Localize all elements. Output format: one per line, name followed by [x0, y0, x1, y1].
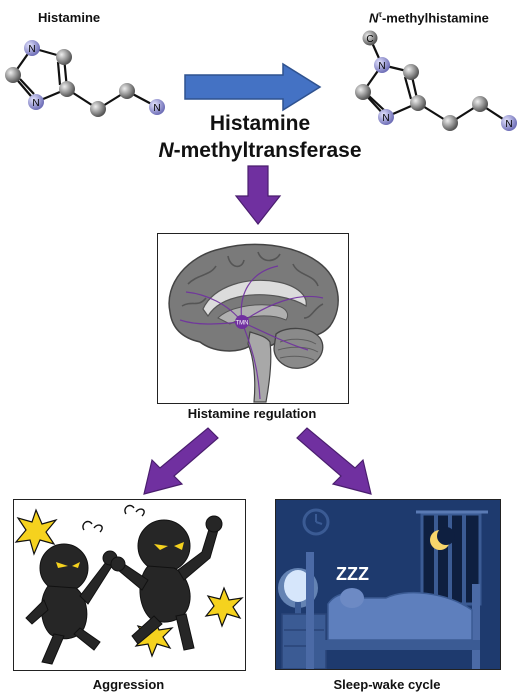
- lamp-icon: [284, 570, 312, 602]
- impact-star-icon: [14, 508, 58, 556]
- svg-text:N: N: [28, 44, 35, 55]
- methylhistamine-molecule: C N N N: [355, 30, 517, 131]
- sleep-caption: Sleep-wake cycle: [333, 677, 441, 692]
- carbon-atom: [472, 96, 488, 112]
- clock-icon: [302, 508, 330, 536]
- brain-caption: Histamine regulation: [187, 406, 317, 421]
- sleep-zzz-text: ZZZ: [336, 564, 369, 584]
- carbon-atom: [403, 64, 419, 80]
- nitrogen-atom: [24, 40, 40, 56]
- svg-text:N: N: [505, 119, 512, 130]
- aggression-caption: Aggression: [92, 677, 165, 692]
- enzyme-line1: Histamine: [209, 112, 311, 135]
- reaction-arrow: [184, 62, 322, 112]
- carbon-atom: [59, 81, 75, 97]
- nitrogen-atom: [374, 57, 390, 73]
- tmn-region: [235, 315, 249, 329]
- sleeper-head: [340, 588, 364, 608]
- enzyme-title: Histamine N-methyltransferase: [110, 110, 410, 164]
- carbon-atom: [56, 49, 72, 65]
- carbon-atom: [410, 95, 426, 111]
- aggression-illustration: [14, 504, 244, 665]
- nitrogen-atom: [28, 94, 44, 110]
- nitrogen-atom: [149, 99, 165, 115]
- carbon-atom: [5, 67, 21, 83]
- down-arrow: [234, 165, 282, 225]
- enzyme-line2: N-methyltransferase: [158, 139, 362, 162]
- impact-star-icon: [204, 586, 244, 628]
- sleep-illustration: ZZZ: [276, 500, 500, 669]
- svg-text:C: C: [366, 34, 373, 45]
- svg-text:N: N: [153, 103, 160, 114]
- carbon-atom: [119, 83, 135, 99]
- left-diagonal-arrow: [143, 427, 219, 495]
- svg-text:N: N: [378, 61, 385, 72]
- svg-text:N: N: [32, 98, 39, 109]
- brain-panel: TMN: [157, 233, 349, 404]
- methyl-carbon-atom: [362, 30, 378, 46]
- aggression-panel: [13, 499, 246, 671]
- carbon-atom: [442, 115, 458, 131]
- bed-headboard: [306, 552, 314, 669]
- svg-text:N: N: [382, 113, 389, 124]
- histamine-molecule: N N N: [5, 40, 165, 117]
- histamine-label: Histamine: [38, 10, 101, 25]
- angry-figure-left: [25, 543, 118, 665]
- right-diagonal-arrow: [296, 427, 372, 495]
- brain-illustration: TMN: [168, 243, 339, 403]
- nitrogen-atom: [501, 115, 517, 131]
- sleep-panel: ZZZ: [275, 499, 501, 670]
- tmn-label: TMN: [236, 321, 249, 327]
- carbon-atom: [90, 101, 106, 117]
- methylhistamine-label: Nτ-methylhistamine: [369, 10, 489, 26]
- carbon-atom: [355, 84, 371, 100]
- nitrogen-atom: [378, 109, 394, 125]
- impact-star-icon: [134, 616, 174, 658]
